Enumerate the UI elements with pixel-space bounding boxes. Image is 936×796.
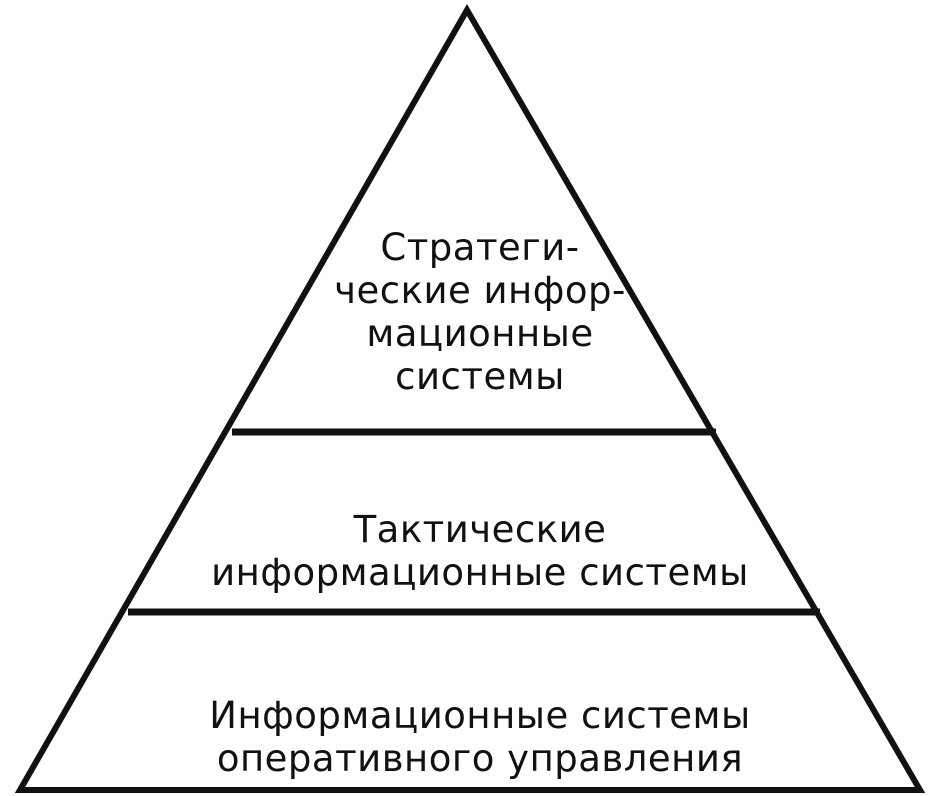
level-strategic-line-4: системы (395, 355, 565, 398)
level-strategic-line-3: мационные (366, 312, 594, 355)
level-operational-label: Информационные системы оперативного упра… (130, 694, 830, 780)
level-tactical-line-2: информационные системы (211, 551, 749, 594)
pyramid-outline (14, 3, 926, 793)
level-operational-line-1: Информационные системы (209, 694, 751, 737)
level-strategic-line-2: ческие инфор- (334, 269, 626, 312)
level-strategic-label: Стратеги- ческие инфор- мационные систем… (330, 226, 630, 398)
level-tactical-line-1: Тактические (353, 508, 607, 551)
level-tactical-label: Тактические информационные системы (180, 508, 780, 594)
level-operational-line-2: оперативного управления (216, 737, 744, 780)
level-strategic-line-1: Стратеги- (380, 226, 580, 269)
